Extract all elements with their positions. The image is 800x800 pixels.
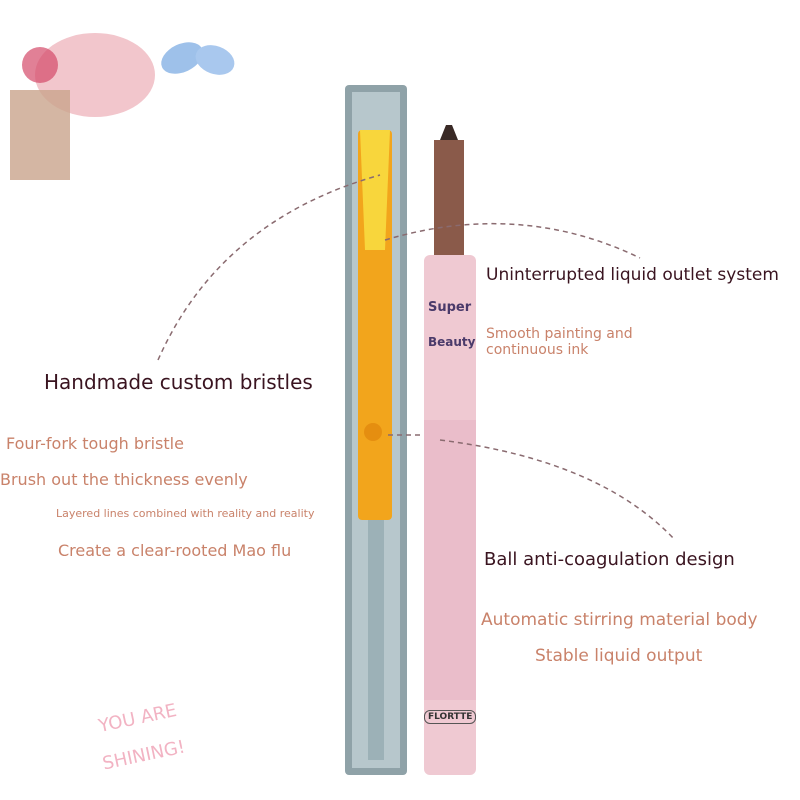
product-pen <box>424 125 476 775</box>
feature-sub-ball: Automatic stirring material body <box>481 610 758 630</box>
bristle-line-3: Layered lines combined with reality and … <box>56 507 315 520</box>
feature-heading-bristles: Handmade custom bristles <box>44 370 313 394</box>
pen-label-bottom: Beauty <box>428 335 476 349</box>
feature-sub-outlet: Smooth painting and <box>486 326 633 342</box>
feature-sub-ball-2: Stable liquid output <box>535 646 703 666</box>
pen-label-top: Super <box>428 300 472 315</box>
bristle-line-4: Create a clear-rooted Mao flu <box>58 541 292 560</box>
cross-section-pen <box>345 85 407 775</box>
feature-sub-outlet-2: continuous ink <box>486 342 589 358</box>
pen-brand: FLORTTE <box>424 710 477 724</box>
butterfly-icon <box>161 42 235 75</box>
decor-teapot <box>10 33 155 180</box>
feature-heading-outlet: Uninterrupted liquid outlet system <box>486 265 779 285</box>
callout-lines <box>157 174 676 541</box>
bristle-line-1: Four-fork tough bristle <box>6 434 184 453</box>
bristle-line-2: Brush out the thickness evenly <box>0 470 248 489</box>
feature-heading-ball: Ball anti-coagulation design <box>484 549 735 570</box>
